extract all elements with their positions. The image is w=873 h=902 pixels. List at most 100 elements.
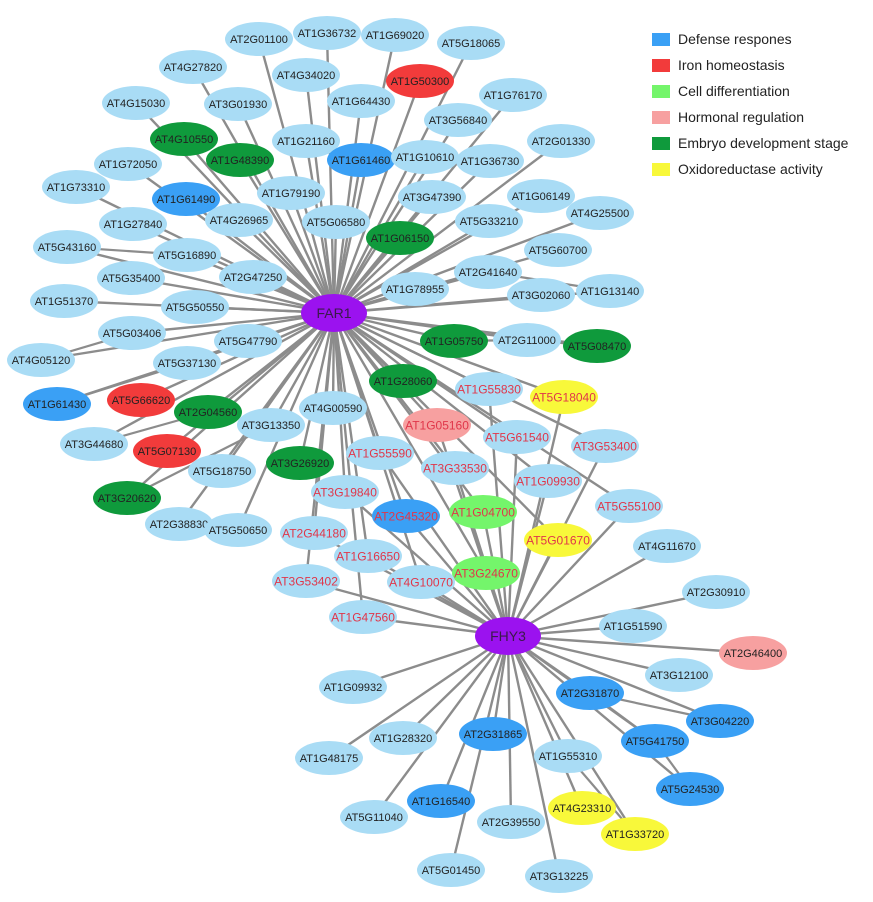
gene-node-at1g79190[interactable]: AT1G79190 bbox=[257, 176, 325, 210]
gene-node-at1g50300[interactable]: AT1G50300 bbox=[386, 64, 454, 98]
gene-node-at3g20620[interactable]: AT3G20620 bbox=[93, 481, 161, 515]
gene-node-at5g37130[interactable]: AT5G37130 bbox=[153, 346, 221, 380]
gene-node-at5g18750[interactable]: AT5G18750 bbox=[188, 454, 256, 488]
gene-node-at1g61430[interactable]: AT1G61430 bbox=[23, 387, 91, 421]
gene-node-at1g28320[interactable]: AT1G28320 bbox=[369, 721, 437, 755]
gene-node-at2g31870[interactable]: AT2G31870 bbox=[556, 676, 624, 710]
gene-node-at1g05160[interactable]: AT1G05160 bbox=[403, 408, 471, 442]
gene-node-at3g47390[interactable]: AT3G47390 bbox=[398, 180, 466, 214]
gene-node-at5g55100[interactable]: AT5G55100 bbox=[595, 489, 663, 523]
gene-node-at5g08470[interactable]: AT5G08470 bbox=[563, 329, 631, 363]
gene-node-at1g76170[interactable]: AT1G76170 bbox=[479, 78, 547, 112]
gene-node-at2g45320[interactable]: AT2G45320 bbox=[372, 499, 440, 533]
gene-node-at5g50650[interactable]: AT5G50650 bbox=[204, 513, 272, 547]
gene-node-at1g21160[interactable]: AT1G21160 bbox=[272, 124, 340, 158]
gene-node-at5g61540[interactable]: AT5G61540 bbox=[483, 420, 551, 454]
gene-node-at5g06580[interactable]: AT5G06580 bbox=[302, 205, 370, 239]
gene-node-at4g23310[interactable]: AT4G23310 bbox=[548, 791, 616, 825]
gene-node-at1g64430[interactable]: AT1G64430 bbox=[327, 84, 395, 118]
gene-node-at2g47250[interactable]: AT2G47250 bbox=[219, 260, 287, 294]
gene-node-at3g01930[interactable]: AT3G01930 bbox=[204, 87, 272, 121]
gene-node-at2g39550[interactable]: AT2G39550 bbox=[477, 805, 545, 839]
gene-node-at3g19840[interactable]: AT3G19840 bbox=[311, 475, 379, 509]
gene-node-at1g16650[interactable]: AT1G16650 bbox=[334, 539, 402, 573]
gene-node-at1g55830[interactable]: AT1G55830 bbox=[455, 372, 523, 406]
gene-node-at1g48390[interactable]: AT1G48390 bbox=[206, 143, 274, 177]
gene-node-at5g01450[interactable]: AT5G01450 bbox=[417, 853, 485, 887]
gene-node-at1g28060[interactable]: AT1G28060 bbox=[369, 364, 437, 398]
gene-node-at5g33210[interactable]: AT5G33210 bbox=[455, 204, 523, 238]
gene-node-at3g26920[interactable]: AT3G26920 bbox=[266, 446, 334, 480]
gene-node-at2g41640[interactable]: AT2G41640 bbox=[454, 255, 522, 289]
gene-node-at4g05120[interactable]: AT4G05120 bbox=[7, 343, 75, 377]
gene-node-at3g13350[interactable]: AT3G13350 bbox=[237, 408, 305, 442]
gene-node-at1g10610[interactable]: AT1G10610 bbox=[391, 140, 459, 174]
gene-node-at1g04700[interactable]: AT1G04700 bbox=[449, 495, 517, 529]
gene-node-at3g02060[interactable]: AT3G02060 bbox=[507, 278, 575, 312]
gene-node-at4g27820[interactable]: AT4G27820 bbox=[159, 50, 227, 84]
gene-node-at2g44180[interactable]: AT2G44180 bbox=[280, 516, 348, 550]
gene-node-at5g03406[interactable]: AT5G03406 bbox=[98, 316, 166, 350]
gene-node-at3g04220[interactable]: AT3G04220 bbox=[686, 704, 754, 738]
gene-node-at1g55310[interactable]: AT1G55310 bbox=[534, 739, 602, 773]
gene-node-at4g15030[interactable]: AT4G15030 bbox=[102, 86, 170, 120]
gene-node-at2g46400[interactable]: AT2G46400 bbox=[719, 636, 787, 670]
gene-node-at3g24670[interactable]: AT3G24670 bbox=[452, 556, 520, 590]
gene-node-at1g36730[interactable]: AT1G36730 bbox=[456, 144, 524, 178]
gene-node-at4g25500[interactable]: AT4G25500 bbox=[566, 196, 634, 230]
gene-node-at1g61460[interactable]: AT1G61460 bbox=[327, 143, 395, 177]
gene-node-at4g26965[interactable]: AT4G26965 bbox=[205, 203, 273, 237]
gene-node-at1g13140[interactable]: AT1G13140 bbox=[576, 274, 644, 308]
gene-node-at2g01100[interactable]: AT2G01100 bbox=[225, 22, 293, 56]
gene-node-at5g07130[interactable]: AT5G07130 bbox=[133, 434, 201, 468]
gene-node-at2g11000[interactable]: AT2G11000 bbox=[493, 323, 561, 357]
gene-node-at1g55590[interactable]: AT1G55590 bbox=[346, 436, 414, 470]
gene-node-at1g73310[interactable]: AT1G73310 bbox=[42, 170, 110, 204]
gene-node-at1g06149[interactable]: AT1G06149 bbox=[507, 179, 575, 213]
gene-node-at2g31865[interactable]: AT2G31865 bbox=[459, 717, 527, 751]
gene-node-at3g56840[interactable]: AT3G56840 bbox=[424, 103, 492, 137]
gene-node-at2g01330[interactable]: AT2G01330 bbox=[527, 124, 595, 158]
gene-node-at1g36732[interactable]: AT1G36732 bbox=[293, 16, 361, 50]
gene-node-at5g35400[interactable]: AT5G35400 bbox=[97, 261, 165, 295]
gene-node-at3g44680[interactable]: AT3G44680 bbox=[60, 427, 128, 461]
gene-node-at1g09932[interactable]: AT1G09932 bbox=[319, 670, 387, 704]
gene-node-at5g60700[interactable]: AT5G60700 bbox=[524, 233, 592, 267]
gene-node-at3g33530[interactable]: AT3G33530 bbox=[421, 451, 489, 485]
gene-node-at1g09930[interactable]: AT1G09930 bbox=[514, 464, 582, 498]
gene-node-at1g27840[interactable]: AT1G27840 bbox=[99, 207, 167, 241]
gene-node-at3g53402[interactable]: AT3G53402 bbox=[272, 564, 340, 598]
gene-node-at1g78955[interactable]: AT1G78955 bbox=[381, 272, 449, 306]
gene-node-at1g48175[interactable]: AT1G48175 bbox=[295, 741, 363, 775]
gene-node-at5g66620[interactable]: AT5G66620 bbox=[107, 383, 175, 417]
gene-node-at1g51370[interactable]: AT1G51370 bbox=[30, 284, 98, 318]
gene-node-at1g06150[interactable]: AT1G06150 bbox=[366, 221, 434, 255]
gene-node-at4g10550[interactable]: AT4G10550 bbox=[150, 122, 218, 156]
gene-node-at5g24530[interactable]: AT5G24530 bbox=[656, 772, 724, 806]
gene-node-at5g47790[interactable]: AT5G47790 bbox=[214, 324, 282, 358]
gene-node-at5g41750[interactable]: AT5G41750 bbox=[621, 724, 689, 758]
gene-node-at1g72050[interactable]: AT1G72050 bbox=[94, 147, 162, 181]
gene-node-at5g50550[interactable]: AT5G50550 bbox=[161, 290, 229, 324]
gene-node-at2g38830[interactable]: AT2G38830 bbox=[145, 507, 213, 541]
gene-node-at4g34020[interactable]: AT4G34020 bbox=[272, 58, 340, 92]
gene-node-at1g33720[interactable]: AT1G33720 bbox=[601, 817, 669, 851]
gene-node-at1g05750[interactable]: AT1G05750 bbox=[420, 324, 488, 358]
gene-node-at4g10070[interactable]: AT4G10070 bbox=[387, 565, 455, 599]
gene-node-at2g30910[interactable]: AT2G30910 bbox=[682, 575, 750, 609]
gene-node-at2g04560[interactable]: AT2G04560 bbox=[174, 395, 242, 429]
gene-node-at3g13225[interactable]: AT3G13225 bbox=[525, 859, 593, 893]
gene-node-at1g16540[interactable]: AT1G16540 bbox=[407, 784, 475, 818]
gene-node-at1g69020[interactable]: AT1G69020 bbox=[361, 18, 429, 52]
gene-node-at5g18065[interactable]: AT5G18065 bbox=[437, 26, 505, 60]
gene-node-at4g11670[interactable]: AT4G11670 bbox=[633, 529, 701, 563]
gene-node-at3g12100[interactable]: AT3G12100 bbox=[645, 658, 713, 692]
gene-node-at5g01670[interactable]: AT5G01670 bbox=[524, 523, 592, 557]
gene-node-at5g11040[interactable]: AT5G11040 bbox=[340, 800, 408, 834]
gene-node-at1g51590[interactable]: AT1G51590 bbox=[599, 609, 667, 643]
gene-node-at5g16890[interactable]: AT5G16890 bbox=[153, 238, 221, 272]
gene-node-at1g61490[interactable]: AT1G61490 bbox=[152, 182, 220, 216]
hub-node-fhy3[interactable]: FHY3 bbox=[475, 617, 541, 655]
hub-node-far1[interactable]: FAR1 bbox=[301, 294, 367, 332]
gene-node-at1g47560[interactable]: AT1G47560 bbox=[329, 600, 397, 634]
